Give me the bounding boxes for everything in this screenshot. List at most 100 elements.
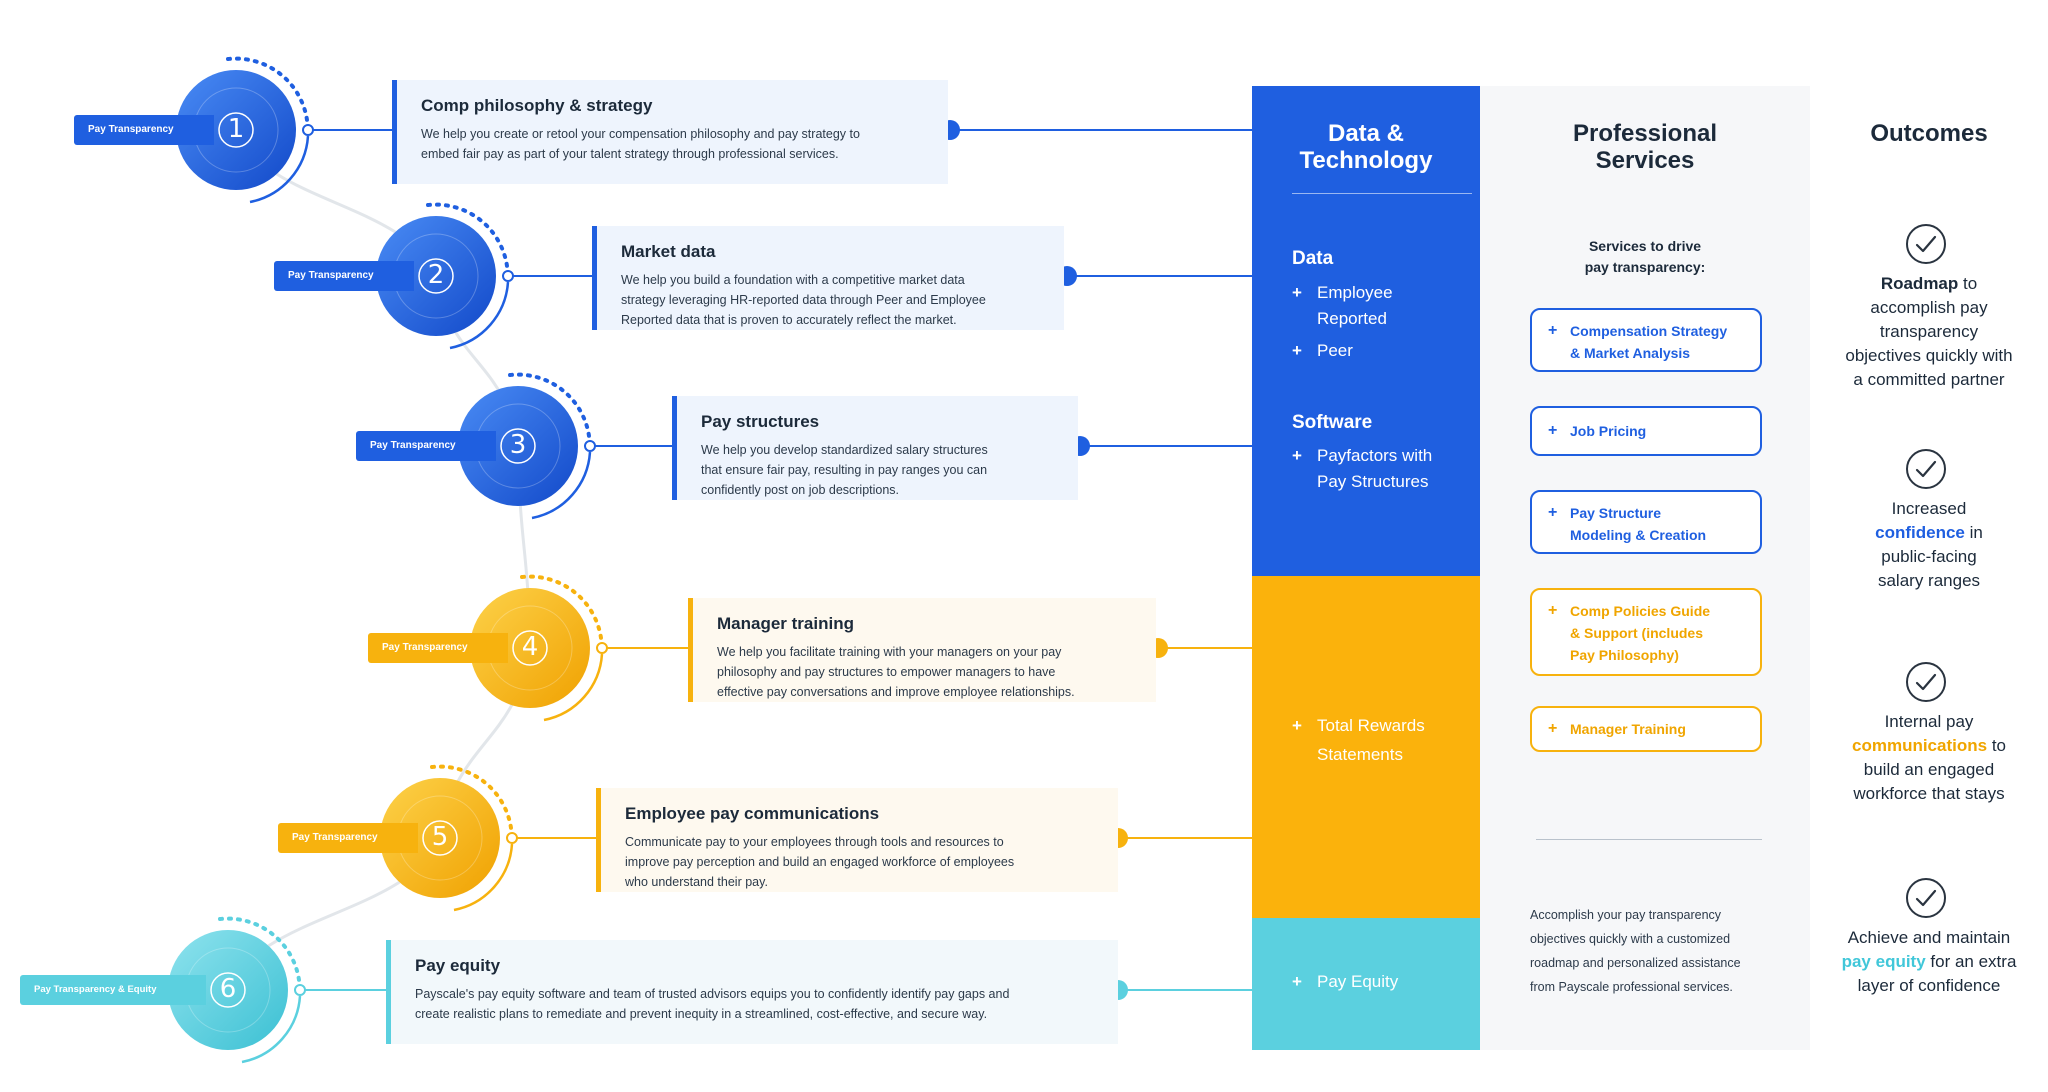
connector-node (502, 270, 514, 282)
progress-arc (449, 281, 510, 350)
step-title: Employee pay communications (625, 804, 880, 823)
data-technology-column-cyan (1252, 918, 1480, 1050)
service-line: Pay Philosophy) (1570, 647, 1679, 663)
service-pill: +Compensation Strategy& Market Analysis (1530, 308, 1762, 372)
professional-services-title-line-1: Professional (1572, 120, 1718, 147)
outcome-text-segment: public-facing (1881, 547, 1977, 566)
professional-services-note: Accomplish your pay transparency objecti… (1530, 903, 1785, 999)
progress-arc (543, 653, 604, 722)
service-line: Pay Structure (1570, 505, 1662, 521)
data-item-line: Pay Equity (1317, 972, 1399, 991)
description-line: strategy leveraging HR-reported data thr… (621, 293, 986, 307)
description-line: who understand their pay. (625, 875, 768, 889)
pay-transparency-tag: Pay Transparency (274, 261, 414, 291)
step-description: We help you facilitate training with you… (717, 642, 1132, 702)
outcome-text-segment: layer of confidence (1857, 976, 2001, 995)
dotted-arc (426, 202, 509, 268)
outcome-text-segment: for an extra (1925, 952, 2017, 971)
outcome-text-segment: accomplish pay (1870, 298, 1988, 317)
dotted-arc (508, 372, 591, 438)
dotted-arc (520, 574, 603, 640)
step-description: Communicate pay to your employees throug… (625, 832, 1094, 892)
description-line: effective pay conversations and improve … (717, 685, 1075, 699)
software-heading: Software (1292, 412, 1373, 433)
data-technology-column-gold (1252, 576, 1480, 918)
professional-services-title-line-2: Services (1595, 147, 1695, 174)
plus-icon: + (1292, 283, 1302, 302)
description-line: Payscale's pay equity software and team … (415, 987, 1010, 1001)
progress-arc (241, 995, 302, 1064)
outcome-text-segment: Achieve and maintain (1847, 928, 2011, 947)
data-item-line: Statements (1317, 745, 1403, 764)
step-circle (376, 216, 496, 336)
progress-arc (453, 843, 514, 912)
subtitle-line-2: pay transparency: (1584, 259, 1706, 275)
plus-icon: + (1548, 720, 1558, 737)
step-circle (458, 386, 578, 506)
description-line: that ensure fair pay, resulting in pay r… (701, 463, 988, 477)
step-circle (470, 588, 590, 708)
data-item-pay-equity: +Pay Equity (1292, 969, 1398, 995)
description-line: We help you develop standardized salary … (701, 443, 988, 457)
plus-icon: + (1292, 341, 1302, 360)
step-number: 1 (227, 114, 245, 144)
outcome-text-segment: objectives quickly with (1845, 346, 2013, 365)
step-description: We help you develop standardized salary … (701, 440, 1054, 500)
service-pill: +Job Pricing (1530, 406, 1762, 456)
outcome-text-segment: to (1958, 274, 1978, 293)
outcomes-title: Outcomes (1870, 120, 1988, 147)
step-number-ring (422, 820, 458, 856)
description-line: improve pay perception and build an enga… (625, 855, 1015, 869)
outcome-text-segment: Internal pay (1884, 712, 1974, 731)
description-line: Communicate pay to your employees throug… (625, 835, 1004, 849)
step-circle (380, 778, 500, 898)
service-line: Job Pricing (1570, 423, 1647, 439)
outcome-text-segment: salary ranges (1877, 571, 1981, 590)
software-item-line: Payfactors with (1317, 446, 1433, 465)
outcome-text-segment: confidence (1875, 523, 1965, 542)
data-technology-title-line-2: Technology (1299, 147, 1433, 174)
connector-node (596, 642, 608, 654)
plus-icon: + (1292, 716, 1302, 735)
checkmark-icon (1906, 224, 1946, 264)
plus-icon: + (1548, 504, 1558, 521)
description-line: We help you create or retool your compen… (421, 127, 860, 141)
step-number-ring (418, 258, 454, 294)
description-line: confidently post on job descriptions. (701, 483, 900, 497)
professional-services-column (1480, 86, 1810, 1050)
note-line: from Payscale professional services. (1530, 980, 1733, 994)
dotted-arc (218, 916, 301, 982)
outcome-text-segment: a committed partner (1853, 370, 2005, 389)
note-line: objectives quickly with a customized (1530, 932, 1731, 946)
description-line: Reported data that is proven to accurate… (621, 313, 957, 327)
step-number-ring (512, 630, 548, 666)
progress-arc (249, 135, 310, 204)
pay-transparency-tag: Pay Transparency (368, 633, 508, 663)
step-title: Pay equity (415, 956, 501, 975)
step-title: Market data (621, 242, 716, 261)
step-number-ring (218, 112, 254, 148)
plus-icon: + (1292, 446, 1302, 465)
connector-node (294, 984, 306, 996)
data-technology-title-line-1: Data & (1327, 120, 1405, 147)
service-line: Modeling & Creation (1570, 527, 1707, 543)
data-item-line: Total Rewards (1317, 716, 1425, 735)
data-item-line: Employee (1317, 283, 1393, 302)
step-title: Comp philosophy & strategy (421, 96, 653, 115)
data-item-peer: +Peer (1292, 338, 1353, 364)
note-line: Accomplish your pay transparency (1530, 908, 1722, 922)
step-number: 6 (219, 974, 237, 1004)
pay-transparency-tag: Pay Transparency (356, 431, 496, 461)
data-technology-title: Data & Technology (1252, 120, 1480, 174)
professional-services-title: Professional Services (1480, 120, 1810, 174)
